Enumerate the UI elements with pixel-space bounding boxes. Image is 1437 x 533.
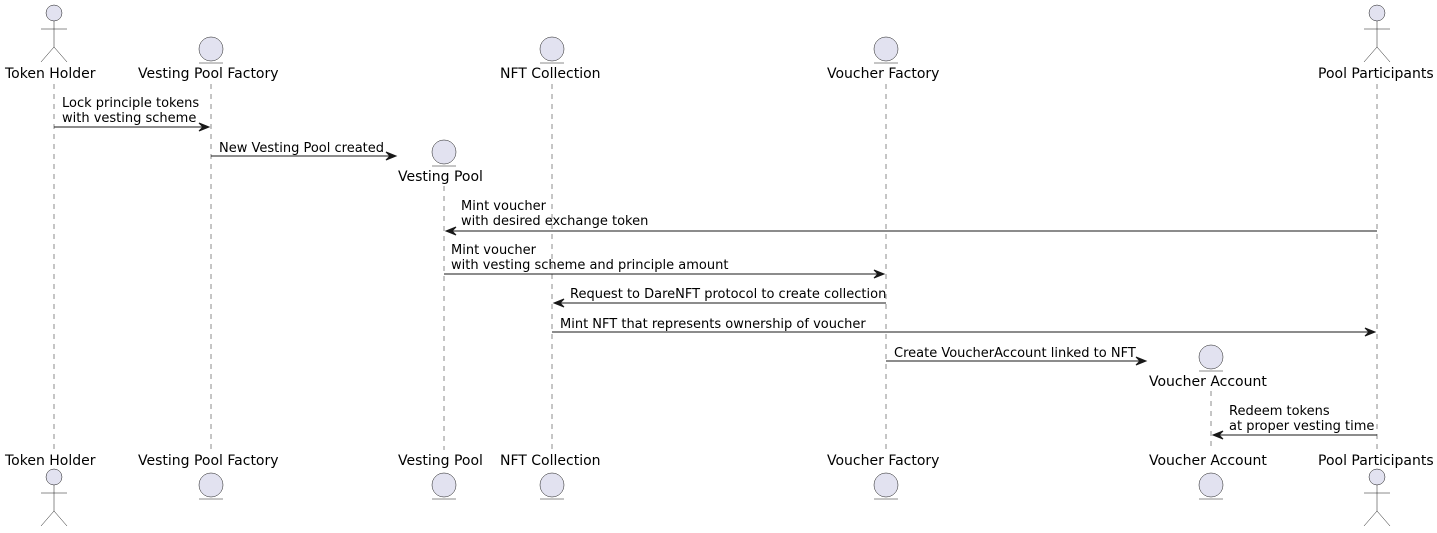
arrowhead-icon [444, 226, 457, 236]
participant-label-vesting-pool: Vesting Pool [398, 169, 483, 185]
message-6-label: Mint NFT that represents ownership of vo… [560, 317, 866, 332]
vesting-pool-factory-entity-bottom [198, 472, 224, 500]
participant-label-voucher-account: Voucher Account [1149, 374, 1267, 390]
arrowhead-icon [1135, 356, 1148, 366]
message-8-line-1: Redeem tokens [1229, 404, 1330, 419]
message-4-line-1: Mint voucher [451, 243, 537, 258]
pool-participants-actor-top [1363, 4, 1391, 63]
arrowhead-icon [385, 151, 398, 161]
message-3-line-1: Mint voucher [461, 199, 547, 214]
vesting-pool-entity-bottom [431, 472, 457, 500]
participant-label-voucher-factory-bottom: Voucher Factory [827, 453, 939, 469]
voucher-account-entity-created [1198, 344, 1224, 372]
entity-icon [539, 472, 565, 498]
participant-label-token-holder: Token Holder [4, 66, 96, 82]
message-3-line-2: with desired exchange token [461, 214, 648, 229]
participant-label-nft-collection-bottom: NFT Collection [500, 453, 601, 469]
message-1-line-1: Lock principle tokens [62, 96, 199, 111]
vesting-pool-factory-entity-top [198, 36, 224, 64]
participant-label-token-holder-bottom: Token Holder [4, 453, 96, 469]
message-5-label: Request to DareNFT protocol to create co… [570, 287, 886, 302]
entity-icon [198, 472, 224, 498]
arrowhead-icon [552, 298, 565, 308]
participant-label-vesting-pool-factory: Vesting Pool Factory [138, 66, 279, 82]
actor-head-icon [45, 4, 63, 22]
nft-collection-entity-top [539, 36, 565, 64]
token-holder-actor-bottom [40, 468, 68, 527]
entity-icon [1198, 472, 1224, 498]
message-8-line-2: at proper vesting time [1229, 419, 1374, 434]
entity-icon [539, 36, 565, 62]
entity-icon [1198, 344, 1224, 370]
vesting-pool-entity-created [431, 139, 457, 167]
entity-icon [431, 472, 457, 498]
entity-icon [873, 36, 899, 62]
nft-collection-entity-bottom [539, 472, 565, 500]
participant-label-voucher-factory: Voucher Factory [827, 66, 939, 82]
participant-label-vesting-pool-factory-bottom: Vesting Pool Factory [138, 453, 279, 469]
entity-icon [431, 139, 457, 165]
actor-head-icon [45, 468, 63, 486]
message-4-line-2: with vesting scheme and principle amount [451, 258, 728, 273]
arrowhead-icon [873, 269, 886, 279]
voucher-factory-entity-top [873, 36, 899, 64]
actor-head-icon [1368, 468, 1386, 486]
pool-participants-actor-bottom [1363, 468, 1391, 527]
message-7-label: Create VoucherAccount linked to NFT [894, 346, 1136, 361]
entity-icon [198, 36, 224, 62]
entity-icon [873, 472, 899, 498]
arrowhead-icon [1211, 430, 1224, 440]
arrowhead-icon [1364, 327, 1377, 337]
participant-label-nft-collection: NFT Collection [500, 66, 601, 82]
participant-label-pool-participants-bottom: Pool Participants [1318, 453, 1434, 469]
message-1-line-2: with vesting scheme [62, 111, 196, 126]
actor-head-icon [1368, 4, 1386, 22]
token-holder-actor-top [40, 4, 68, 63]
participant-label-pool-participants: Pool Participants [1318, 66, 1434, 82]
voucher-account-entity-bottom [1198, 472, 1224, 500]
voucher-factory-entity-bottom [873, 472, 899, 500]
participant-label-vesting-pool-bottom: Vesting Pool [398, 453, 483, 469]
participant-label-voucher-account-bottom: Voucher Account [1149, 453, 1267, 469]
arrowhead-icon [198, 122, 211, 132]
message-2-label: New Vesting Pool created [219, 141, 384, 156]
